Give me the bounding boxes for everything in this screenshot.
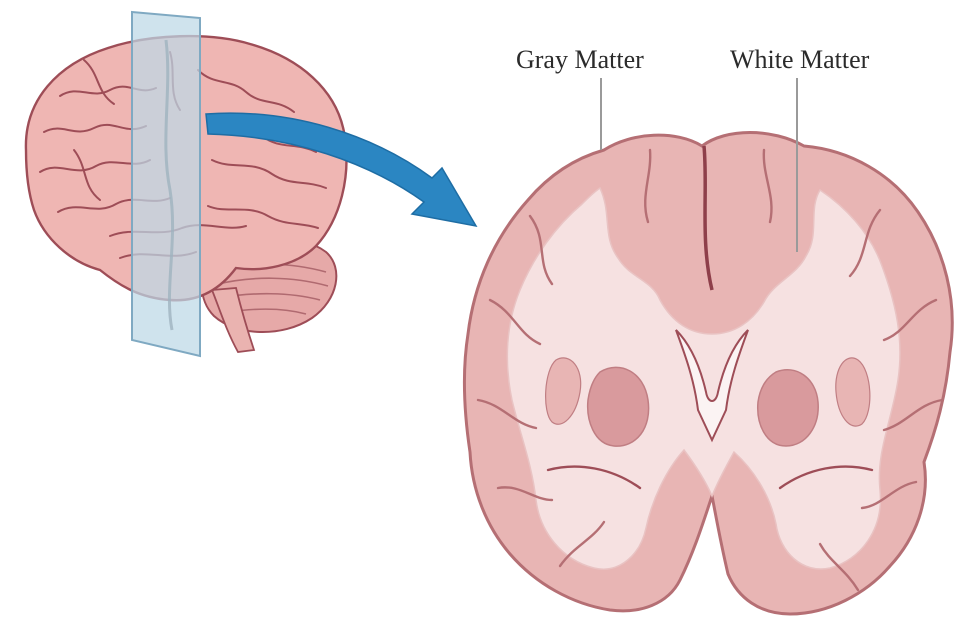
gray-matter-label: Gray Matter <box>516 45 644 74</box>
coronal-brain-section <box>464 133 952 615</box>
white-matter-label: White Matter <box>730 45 870 74</box>
coronal-section-plane <box>132 12 200 356</box>
